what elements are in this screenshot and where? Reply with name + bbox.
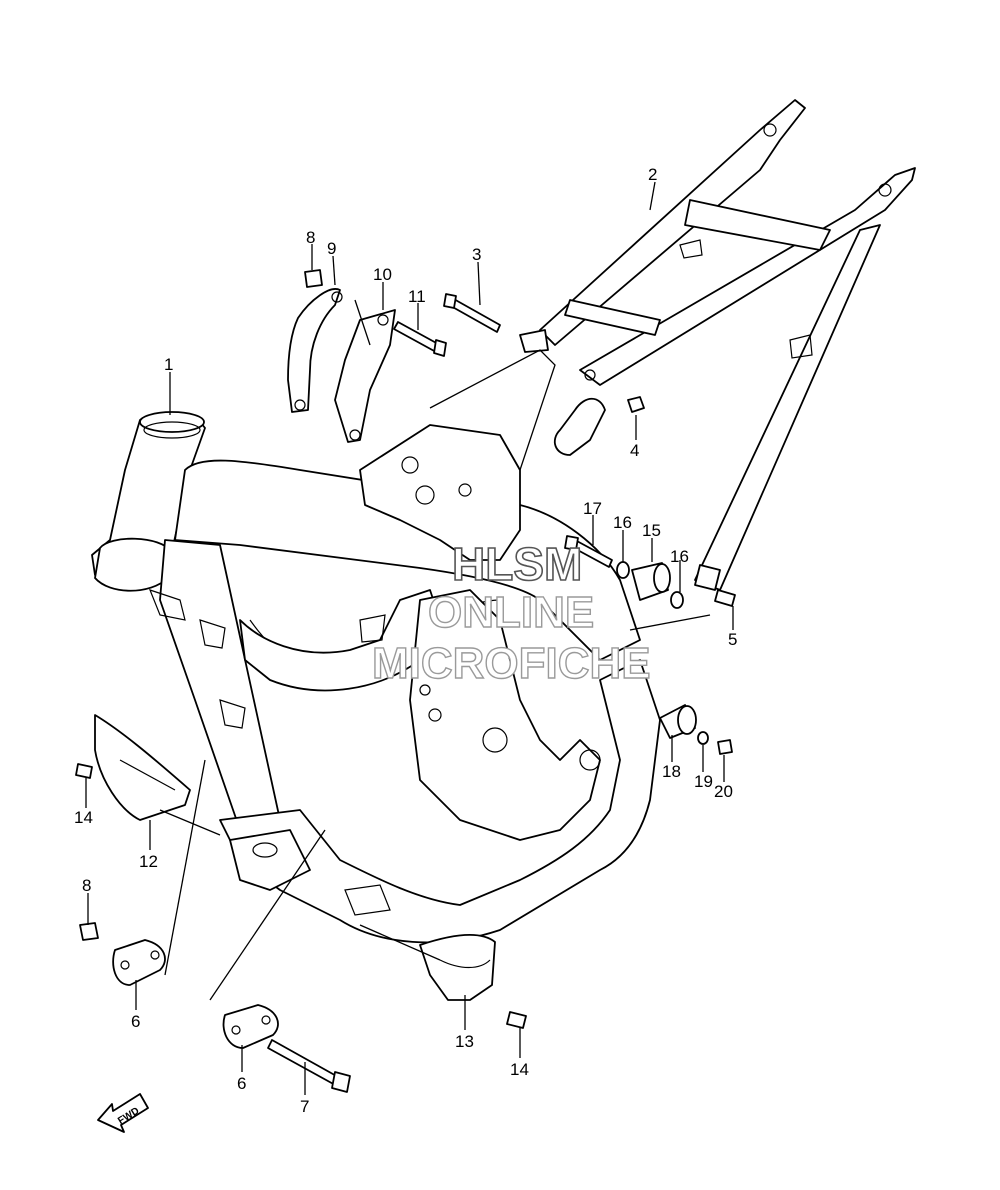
watermark: HLSM ONLINE MICROFICHE bbox=[371, 537, 651, 689]
callout-5: 5 bbox=[728, 630, 737, 649]
rear-subframe bbox=[519, 99, 916, 591]
callout-10: 10 bbox=[373, 265, 392, 284]
callout-8a: 8 bbox=[306, 228, 315, 247]
watermark-line1: HLSM bbox=[452, 538, 582, 590]
hardware-parts bbox=[75, 269, 736, 1093]
fwd-arrow-icon: FWD bbox=[97, 1093, 149, 1133]
leader-lines bbox=[85, 181, 734, 1095]
watermark-line2: ONLINE bbox=[428, 588, 594, 637]
callout-18: 18 bbox=[662, 762, 681, 781]
callout-20: 20 bbox=[714, 782, 733, 801]
callout-17: 17 bbox=[583, 499, 602, 518]
callout-3: 3 bbox=[472, 245, 481, 264]
callout-15: 15 bbox=[642, 521, 661, 540]
callout-2: 2 bbox=[648, 165, 657, 184]
callout-8b: 8 bbox=[82, 876, 91, 895]
callout-4: 4 bbox=[630, 441, 639, 460]
callout-9: 9 bbox=[327, 239, 336, 258]
callout-16a: 16 bbox=[613, 513, 632, 532]
callout-6a: 6 bbox=[131, 1012, 140, 1031]
callout-7: 7 bbox=[300, 1097, 309, 1116]
callout-6b: 6 bbox=[237, 1074, 246, 1093]
callout-19: 19 bbox=[694, 772, 713, 791]
callout-14a: 14 bbox=[74, 808, 93, 827]
callout-13: 13 bbox=[455, 1032, 474, 1051]
watermark-line3: MICROFICHE bbox=[372, 639, 651, 688]
callout-16b: 16 bbox=[670, 547, 689, 566]
main-frame bbox=[91, 411, 661, 944]
callout-labels: 1 2 3 4 5 6 6 7 8 8 9 10 11 12 13 14 14 … bbox=[74, 165, 737, 1116]
callout-11: 11 bbox=[408, 287, 426, 306]
callout-14b: 14 bbox=[510, 1060, 529, 1079]
callout-12: 12 bbox=[139, 852, 158, 871]
callout-1: 1 bbox=[164, 355, 173, 374]
